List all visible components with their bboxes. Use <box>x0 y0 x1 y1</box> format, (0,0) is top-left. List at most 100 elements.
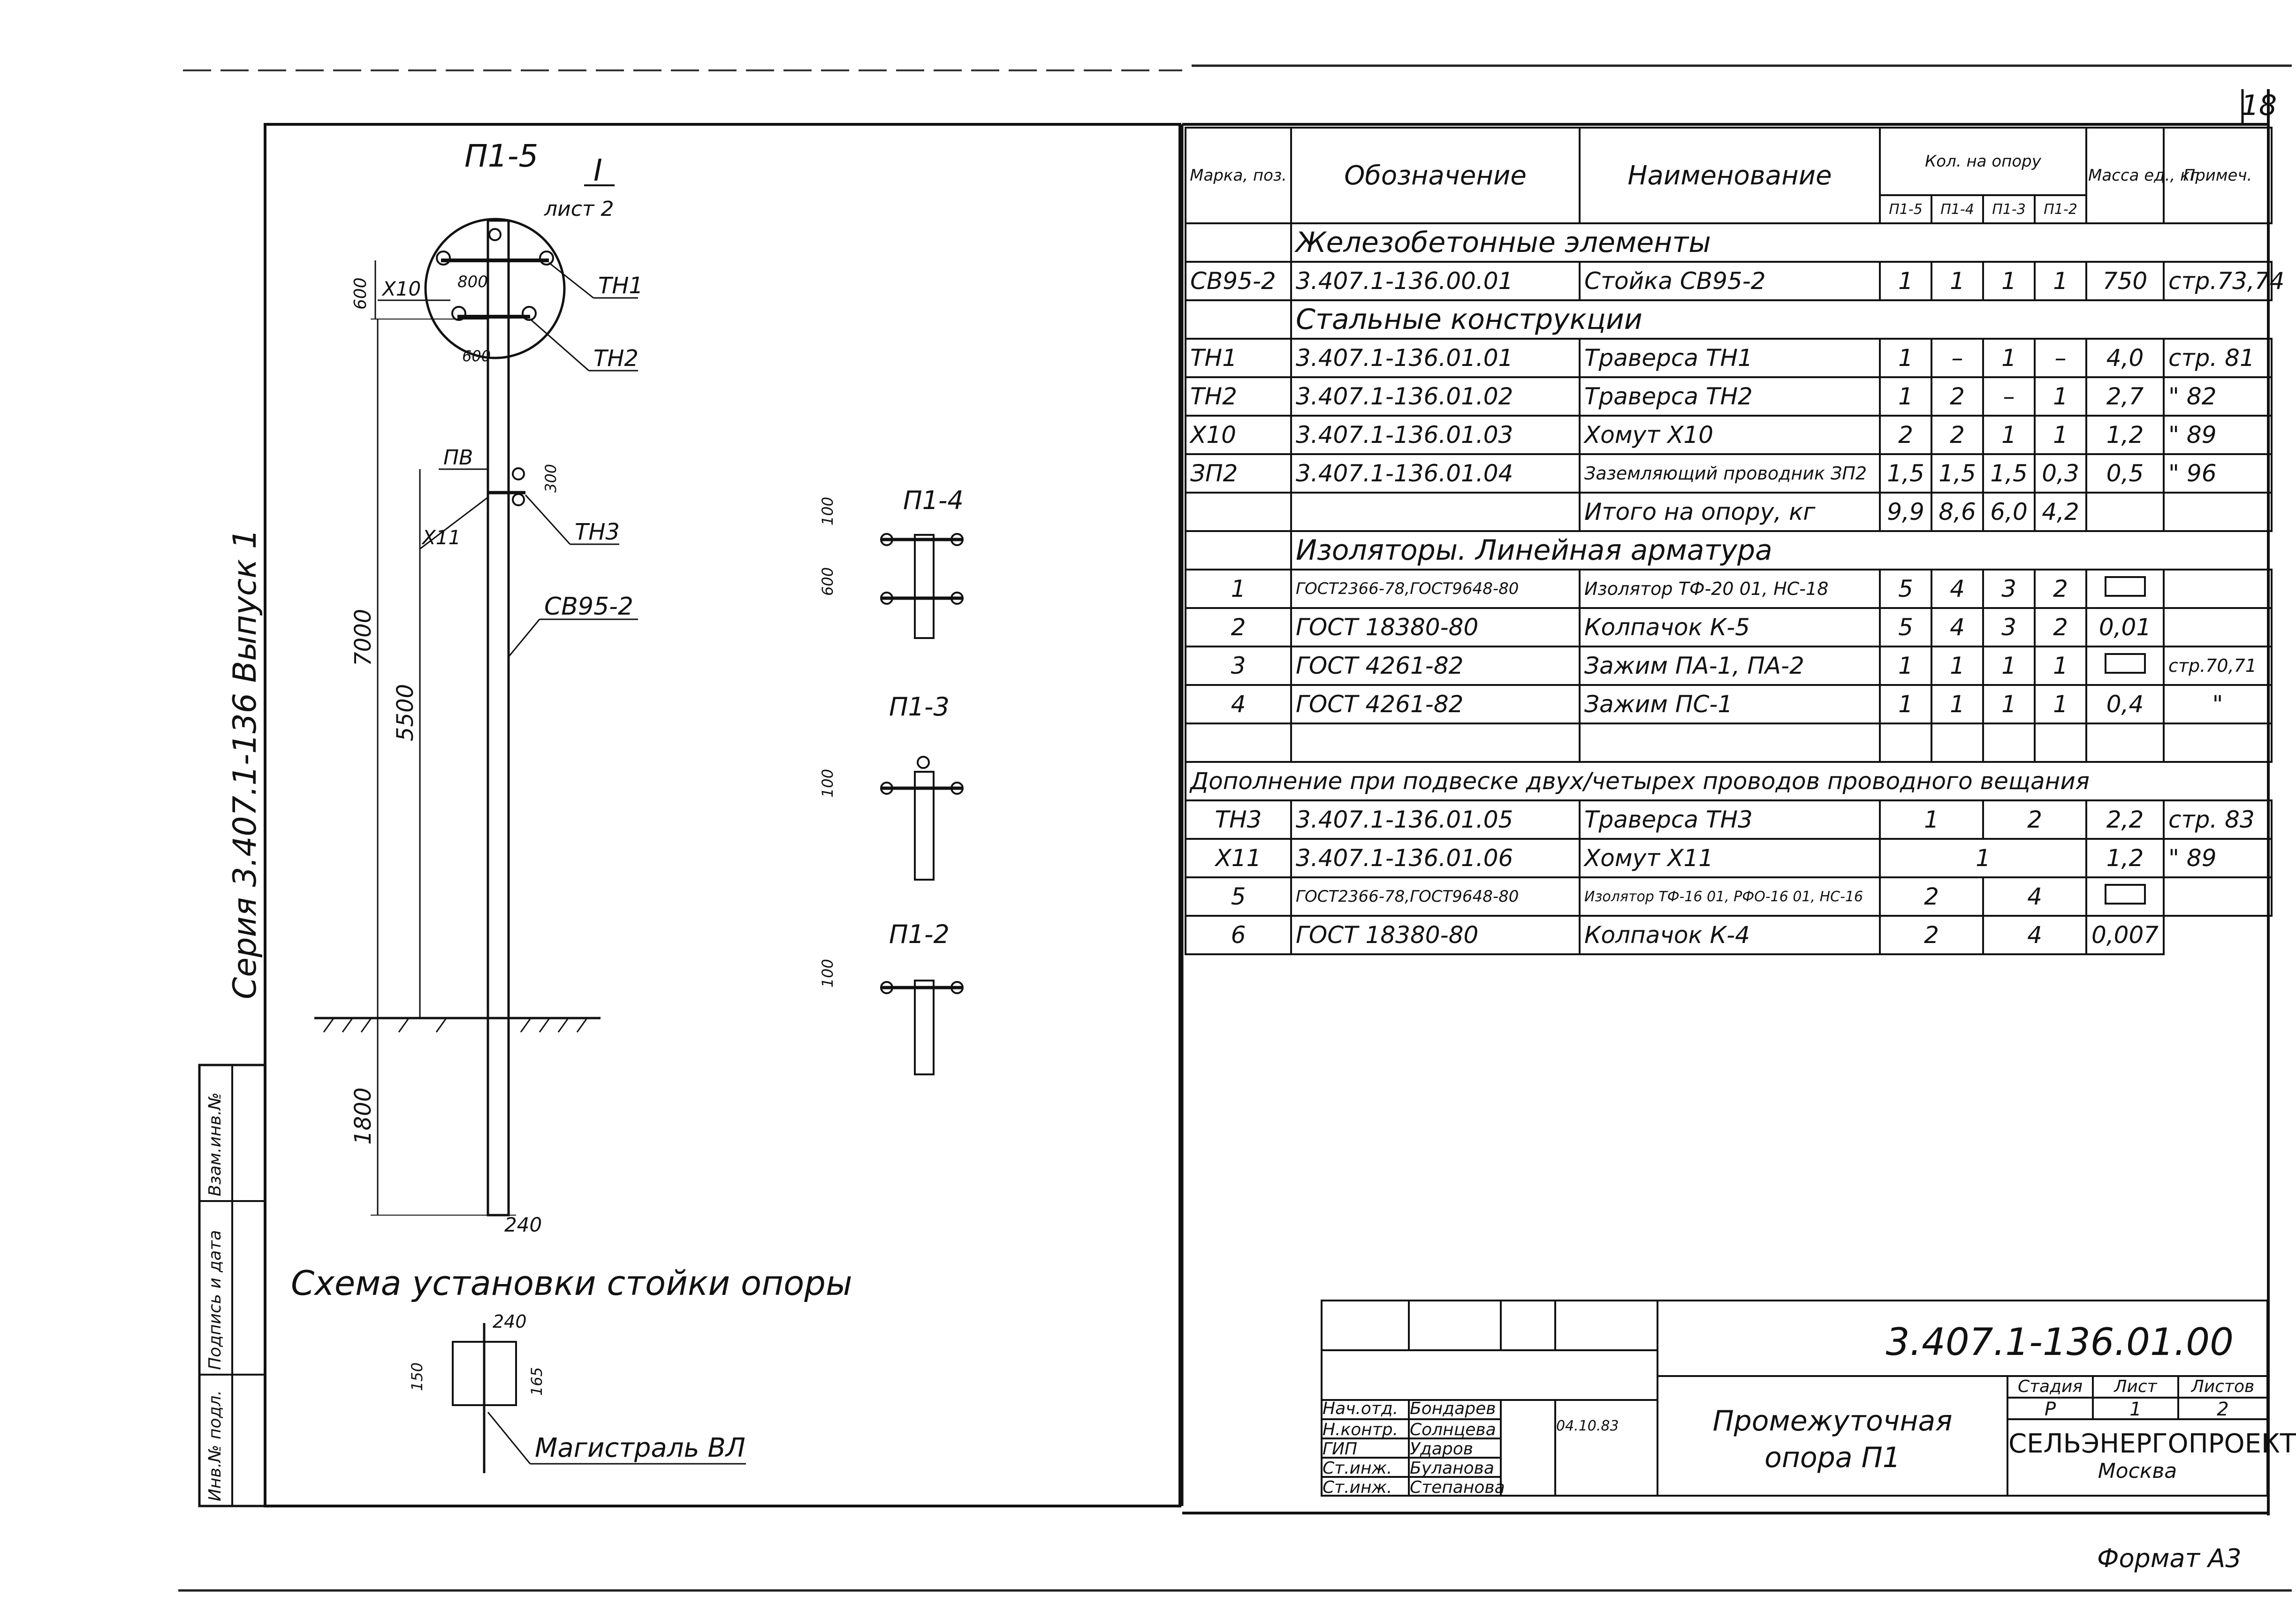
organization: СЕЛЬЭНЕРГОПРОЕКТ <box>2008 1429 2296 1459</box>
pole-body <box>487 219 510 1217</box>
table-row: 1 ГОСТ2366-78,ГОСТ9648-80 Изолятор ТФ-20… <box>1185 569 2273 609</box>
table-row: ЗП2 3.407.1-136.01.04 Заземляющий провод… <box>1185 453 2273 494</box>
stage-value: Р <box>2007 1397 2094 1420</box>
scheme-label: Магистраль ВЛ <box>535 1433 745 1463</box>
callout-num: I <box>593 153 602 188</box>
table-row: 6 ГОСТ 18380-80 Колпачок К-4 2 4 0,007 <box>1185 915 2272 955</box>
signatures <box>1500 1399 1556 1497</box>
dim-5500: 5500 <box>392 684 418 741</box>
callout-sheet: лист 2 <box>544 197 614 221</box>
sheets-value: 2 <box>2177 1397 2268 1420</box>
section-title: Изоляторы. Линейная арматура <box>1291 530 2272 570</box>
section-row: Железобетонные элементы <box>1185 222 2272 263</box>
label-th2: ТН2 <box>593 345 639 372</box>
variant-p14-dim-b: 600 <box>819 567 836 596</box>
variant-p12-title: П1-2 <box>889 920 950 949</box>
person-role: Ст.инж. <box>1321 1457 1410 1478</box>
dim-7000: 7000 <box>350 609 376 666</box>
table-row: 3 ГОСТ 4261-82 Зажим ПА-1, ПА-2 1 1 1 1 … <box>1185 646 2273 686</box>
table-row: 5 ГОСТ2366-78,ГОСТ9648-80 Изолятор ТФ-16… <box>1185 876 2273 917</box>
format-label: Формат А3 <box>2097 1544 2242 1573</box>
person-name: Ударов <box>1408 1438 1502 1459</box>
scheme-dim-r: 165 <box>528 1367 546 1396</box>
page-number: 18 <box>2241 89 2277 122</box>
header-row: Марка, поз. Обозначение Наименование Кол… <box>1185 127 2273 224</box>
sheets-label: Листов <box>2177 1375 2268 1399</box>
section-title: Железобетонные элементы <box>1291 222 2272 263</box>
label-pv: ПВ <box>443 446 473 470</box>
stamp-inv: Инв.№ подл. <box>205 1390 225 1501</box>
person-name: Бондарев <box>1408 1399 1502 1420</box>
city: Москва <box>2098 1459 2177 1483</box>
dim-240: 240 <box>504 1213 542 1236</box>
table-row: 4 ГОСТ 4261-82 Зажим ПС-1 1 1 1 1 0,4 " <box>1185 684 2273 724</box>
section-row: Стальные конструкции <box>1185 299 2272 340</box>
organization-box: СЕЛЬЭНЕРГОПРОЕКТ Москва <box>2007 1418 2296 1497</box>
person-name: Степанова <box>1408 1476 1505 1497</box>
section-row: Изоляторы. Линейная арматура <box>1185 530 2272 570</box>
doc-title: Промежуточная опора П1 <box>1657 1375 2008 1497</box>
col-name: Наименование <box>1579 127 1881 224</box>
person-role: Ст.инж. <box>1321 1476 1410 1497</box>
col-qty-p15: П1-5 <box>1879 194 1932 224</box>
scheme-dim-w: 240 <box>493 1311 527 1332</box>
variant-p13-dim-a: 100 <box>819 769 836 798</box>
stage-label: Стадия <box>2007 1375 2094 1399</box>
sheet-value: 1 <box>2092 1397 2179 1420</box>
variant-p14-title: П1-4 <box>903 486 964 515</box>
person-role: Н.контр. <box>1321 1418 1410 1439</box>
table-row: ТН3 3.407.1-136.01.05 Траверса ТН3 1 2 2… <box>1185 799 2273 840</box>
dim-1800: 1800 <box>350 1088 376 1145</box>
col-qty-p12: П1-2 <box>2033 194 2088 224</box>
header-row-qty: П1-5 П1-4 П1-3 П1-2 <box>1186 194 2272 224</box>
scheme-title: Схема установки стойки опоры <box>291 1263 852 1303</box>
series-label: Серия 3.407.1-136 Выпуск 1 <box>227 529 264 999</box>
doc-code: 3.407.1-136.01.00 <box>1657 1300 2268 1377</box>
person-name: Буланова <box>1408 1457 1502 1478</box>
table-row: Х11 3.407.1-136.01.06 Хомут Х11 1 1,2 " … <box>1185 838 2273 878</box>
person-role: Нач.отд. <box>1321 1399 1410 1420</box>
dim-300: 300 <box>542 464 560 493</box>
dim-600-mid: 600 <box>462 347 491 365</box>
date: 04.10.83 <box>1554 1399 1658 1497</box>
table-row: 2 ГОСТ 18380-80 Колпачок К-5 5 4 3 2 0,0… <box>1185 607 2273 647</box>
col-qty-p14: П1-4 <box>1931 194 1984 224</box>
label-x11: Х11 <box>421 526 461 549</box>
variant-p14-dim-a: 100 <box>819 497 836 525</box>
label-th3: ТН3 <box>575 519 620 545</box>
section-title: Дополнение при подвеске двух/четырех про… <box>1184 761 2272 801</box>
stamp-replace: Взам.инв.№ <box>205 1092 225 1196</box>
variant-p13-title: П1-3 <box>889 692 950 722</box>
table-row: ТН1 3.407.1-136.01.01 Траверса ТН1 1 – 1… <box>1185 338 2273 378</box>
col-designation: Обозначение <box>1290 127 1581 224</box>
col-mark: Марка, поз. <box>1185 127 1292 224</box>
specification-table: Марка, поз. Обозначение Наименование Кол… <box>1184 127 2284 955</box>
sheet-label: Лист <box>2092 1375 2179 1399</box>
table-row-empty <box>1185 723 2273 763</box>
section-row: Дополнение при подвеске двух/четырех про… <box>1184 761 2272 801</box>
frame-left <box>264 123 1181 1507</box>
label-th1: ТН1 <box>598 273 643 299</box>
col-mass: Масса ед., кг <box>2085 127 2198 224</box>
dim-600-top: 600 <box>351 277 370 310</box>
table-row: Х10 3.407.1-136.01.03 Хомут Х10 2 2 1 1 … <box>1185 415 2273 455</box>
person-name: Солнцева <box>1408 1418 1502 1439</box>
variant-p12-dim-a: 100 <box>819 959 836 988</box>
table-row: ТН2 3.407.1-136.01.02 Траверса ТН2 1 2 –… <box>1185 376 2273 417</box>
table-row-total: Итого на опору, кг 9,9 8,6 6,0 4,2 <box>1185 492 2273 532</box>
stamp-sign: Подпись и дата <box>205 1230 225 1370</box>
label-x10: Х10 <box>381 277 421 300</box>
col-qty-p13: П1-3 <box>1982 194 2036 224</box>
section-title: Стальные конструкции <box>1291 299 2272 340</box>
pole-title: П1-5 <box>464 138 538 174</box>
table-row: СВ95-2 3.407.1-136.00.01 Стойка СВ95-2 1… <box>1185 261 2284 301</box>
scheme-dim-l: 150 <box>408 1362 426 1391</box>
col-qty-group: Кол. на опору <box>1878 127 2088 196</box>
label-sv: СВ95-2 <box>544 593 633 621</box>
dim-800: 800 <box>457 273 488 291</box>
person-role: ГИП <box>1321 1438 1410 1459</box>
callout-circle <box>424 218 566 359</box>
col-note: Примеч. <box>2163 127 2273 224</box>
title-block: Нач.отд. Бондарев Н.контр. Солнцева ГИП … <box>1321 1300 2296 1497</box>
